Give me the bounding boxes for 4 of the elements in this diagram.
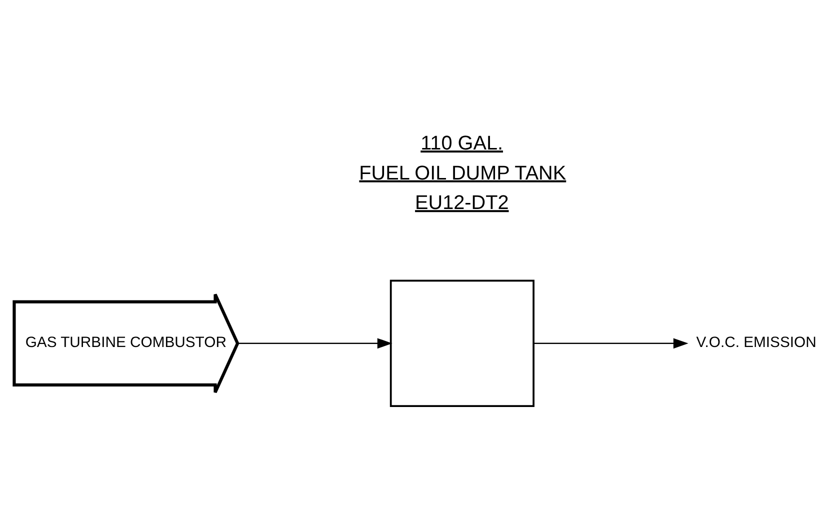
node-text: V.O.C. EMISSION bbox=[696, 334, 816, 351]
label: FUEL OIL DUMP TANK bbox=[359, 162, 566, 184]
label: EU12-DT2 bbox=[415, 192, 509, 214]
label: 110 GAL. bbox=[420, 132, 503, 154]
